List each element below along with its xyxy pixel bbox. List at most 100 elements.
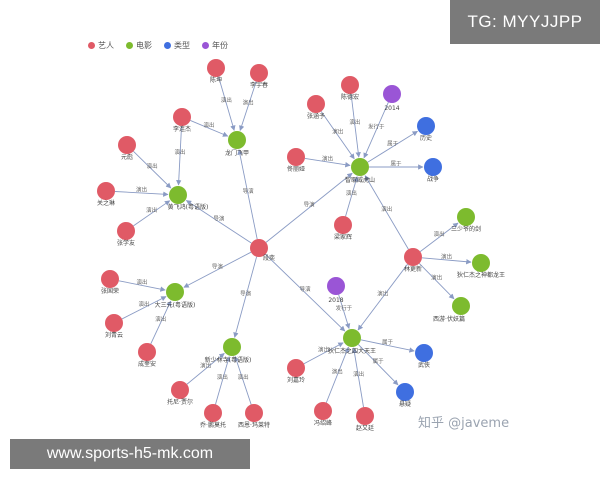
graph-node-movie[interactable]: 三少爷的剑: [451, 208, 481, 233]
graph-node-artist[interactable]: 张国荣: [101, 270, 119, 295]
legend-item-artist[interactable]: 艺人: [88, 40, 114, 51]
edge-label: 演出: [346, 189, 357, 197]
node-circle[interactable]: [356, 407, 374, 425]
graph-node-artist[interactable]: 刘青云: [105, 314, 123, 339]
node-circle[interactable]: [228, 131, 246, 149]
graph-node-artist[interactable]: 关之琳: [97, 182, 115, 207]
node-circle[interactable]: [117, 222, 135, 240]
node-circle[interactable]: [424, 158, 442, 176]
node-circle[interactable]: [457, 208, 475, 226]
graph-node-movie[interactable]: 黄飞鸿(粤语版): [168, 186, 209, 211]
node-circle[interactable]: [307, 95, 325, 113]
graph-node-artist[interactable]: 乔·鹏莫托: [200, 404, 226, 429]
node-circle[interactable]: [97, 182, 115, 200]
graph-node-year[interactable]: 2018: [327, 277, 345, 304]
node-label: 悬疑: [399, 400, 411, 408]
graph-node-genre[interactable]: 悬疑: [396, 383, 414, 408]
node-circle[interactable]: [404, 248, 422, 266]
graph-node-artist[interactable]: 佟丽娅: [287, 148, 305, 173]
graph-edge: [183, 251, 252, 288]
node-circle[interactable]: [415, 344, 433, 362]
node-circle[interactable]: [138, 343, 156, 361]
edges-layer: 导演导演导演导演导演导演演出演出演出演出演出演出演出演出演出演出演出演出演出演出…: [114, 76, 472, 408]
graph-node-artist[interactable]: 林更新: [404, 248, 422, 273]
node-circle[interactable]: [287, 148, 305, 166]
graph-node-movie[interactable]: 狄仁杰之神都龙王: [457, 254, 505, 279]
graph-edge: [367, 130, 418, 163]
node-circle[interactable]: [383, 85, 401, 103]
graph-node-movie[interactable]: 龙门飞甲: [225, 131, 249, 157]
node-circle[interactable]: [118, 136, 136, 154]
edge-label: 演出: [221, 96, 232, 104]
node-circle[interactable]: [287, 359, 305, 377]
graph-edge: [303, 342, 344, 365]
node-circle[interactable]: [396, 383, 414, 401]
node-circle[interactable]: [351, 158, 369, 176]
graph-node-artist[interactable]: 梁家辉: [334, 216, 352, 241]
node-circle[interactable]: [417, 117, 435, 135]
graph-node-artist[interactable]: 李连杰: [173, 108, 191, 133]
graph-node-movie[interactable]: 西游·伏妖篇: [433, 297, 470, 323]
node-circle[interactable]: [204, 404, 222, 422]
node-circle[interactable]: [173, 108, 191, 126]
node-circle[interactable]: [327, 277, 345, 295]
graph-node-movie[interactable]: 智取威虎山: [345, 158, 375, 184]
graph-node-artist[interactable]: 西恩·玛莱特: [238, 404, 270, 429]
graph-node-artist[interactable]: 段奕: [250, 239, 275, 262]
node-circle[interactable]: [250, 64, 268, 82]
graph-node-artist[interactable]: 元彪: [118, 136, 136, 161]
node-circle[interactable]: [452, 297, 470, 315]
node-label: 战争: [427, 175, 439, 183]
node-circle[interactable]: [207, 59, 225, 77]
graph-node-movie[interactable]: 大三元(粤语版): [155, 283, 196, 309]
graph-node-artist[interactable]: 陈德宏: [341, 76, 359, 101]
edge-label: 属于: [373, 358, 385, 365]
node-circle[interactable]: [334, 216, 352, 234]
node-circle[interactable]: [166, 283, 184, 301]
graph-edge: [185, 200, 252, 244]
legend-dot: [88, 42, 95, 49]
edge-label: 演出: [137, 278, 148, 286]
graph-node-artist[interactable]: 张涵予: [307, 95, 325, 120]
node-label: 大三元(粤语版): [155, 301, 196, 309]
graph-node-artist[interactable]: 张学友: [117, 222, 135, 247]
node-circle[interactable]: [171, 381, 189, 399]
legend-item-year[interactable]: 年份: [202, 40, 228, 51]
graph-node-artist[interactable]: 刘嘉玲: [287, 359, 305, 384]
graph-node-genre[interactable]: 战争: [424, 158, 442, 183]
node-label: 狄仁杰之神都龙王: [457, 271, 505, 279]
graph-node-artist[interactable]: 赵又廷: [356, 407, 374, 432]
node-label: 张国荣: [101, 287, 119, 295]
node-circle[interactable]: [101, 270, 119, 288]
graph-node-artist[interactable]: 成奎安: [138, 343, 156, 368]
graph-node-artist[interactable]: 托尼·贾尔: [167, 381, 193, 406]
graph-node-artist[interactable]: 冯绍峰: [314, 402, 332, 427]
graph-node-artist[interactable]: 李宇春: [250, 64, 268, 89]
node-circle[interactable]: [223, 338, 241, 356]
edge-label: 演出: [377, 290, 388, 298]
node-circle[interactable]: [314, 402, 332, 420]
graph-edge: [351, 347, 364, 408]
node-circle[interactable]: [105, 314, 123, 332]
node-label: 张学友: [117, 239, 135, 247]
graph-node-year[interactable]: 2014: [383, 85, 401, 112]
graph-node-movie[interactable]: 新少林寺(粤语版): [205, 338, 252, 364]
graph-node-artist[interactable]: 陈坤: [207, 59, 225, 84]
node-circle[interactable]: [472, 254, 490, 272]
node-circle[interactable]: [169, 186, 187, 204]
node-label: 乔·鹏莫托: [200, 421, 226, 429]
graph-node-genre[interactable]: 历史: [417, 117, 435, 142]
node-circle[interactable]: [343, 329, 361, 347]
node-circle[interactable]: [250, 239, 268, 257]
graph-node-movie[interactable]: 狄仁杰之四大天王: [328, 329, 376, 355]
legend-item-genre[interactable]: 类型: [164, 40, 190, 51]
legend-label: 电影: [136, 41, 152, 50]
edge-label: 属于: [390, 161, 402, 168]
graph-edge: [360, 339, 415, 353]
legend-item-movie[interactable]: 电影: [126, 40, 152, 51]
node-circle[interactable]: [245, 404, 263, 422]
graph-node-genre[interactable]: 武侠: [415, 344, 433, 369]
legend-label: 艺人: [98, 41, 114, 50]
node-circle[interactable]: [341, 76, 359, 94]
